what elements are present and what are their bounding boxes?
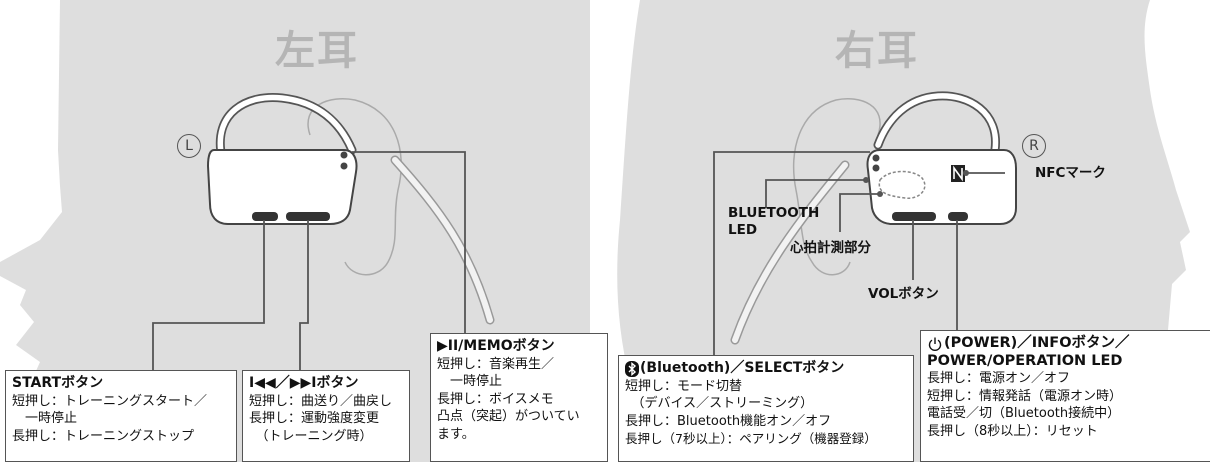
power-title: (POWER)／INFOボタン／ [944, 335, 1130, 351]
memo-title: ▶II/MEMOボタン [437, 338, 555, 354]
memo-button-box: ▶II/MEMOボタン 短押し：音楽再生／ 一時停止 長押し：ボイスメモ 凸点（… [430, 333, 608, 462]
left-earbud-body [206, 149, 358, 225]
right-badge: R [1022, 134, 1046, 158]
right-power-button-shape [948, 212, 968, 221]
vol-label: VOLボタン [868, 286, 939, 302]
power-title-row: (POWER)／INFOボタン／ [927, 335, 1204, 353]
nfc-label: NFCマーク [1035, 165, 1106, 181]
power-title-line2: POWER/OPERATION LED [927, 352, 1123, 369]
bluetooth-icon [625, 360, 639, 377]
left-ear-outline [307, 98, 402, 276]
left-ear-title: 左耳 [275, 28, 359, 74]
right-vol-button-shape [892, 212, 936, 221]
left-start-button-shape [252, 212, 278, 221]
right-earbud-body [866, 149, 1017, 225]
bluetooth-led-label: BLUETOOTH LED [728, 205, 820, 238]
heart-rate-sensor-shape [878, 170, 926, 199]
heart-rate-label: 心拍計測部分 [790, 240, 871, 256]
nfc-mark-icon [951, 165, 965, 182]
left-track-button-shape [286, 212, 330, 221]
start-title: STARTボタン [12, 375, 104, 391]
track-button-box: I◀◀／▶▶Iボタン 短押し：曲送り／曲戻し 長押し：運動強度変更 （トレーニン… [242, 370, 410, 462]
bluetooth-title-row: (Bluetooth)／SELECTボタン [625, 360, 909, 378]
right-ear-title: 右耳 [835, 28, 919, 74]
power-button-box: (POWER)／INFOボタン／ POWER/OPERATION LED 長押し… [920, 330, 1210, 462]
track-title: I◀◀／▶▶Iボタン [249, 375, 359, 391]
bluetooth-title: (Bluetooth)／SELECTボタン [640, 360, 845, 376]
start-button-box: STARTボタン 短押し：トレーニングスタート／ 一時停止 長押し：トレーニング… [5, 370, 237, 462]
power-icon [928, 337, 942, 351]
left-badge: L [177, 134, 201, 158]
bluetooth-button-box: (Bluetooth)／SELECTボタン 短押し：モード切替 （デバイス／スト… [618, 355, 914, 462]
